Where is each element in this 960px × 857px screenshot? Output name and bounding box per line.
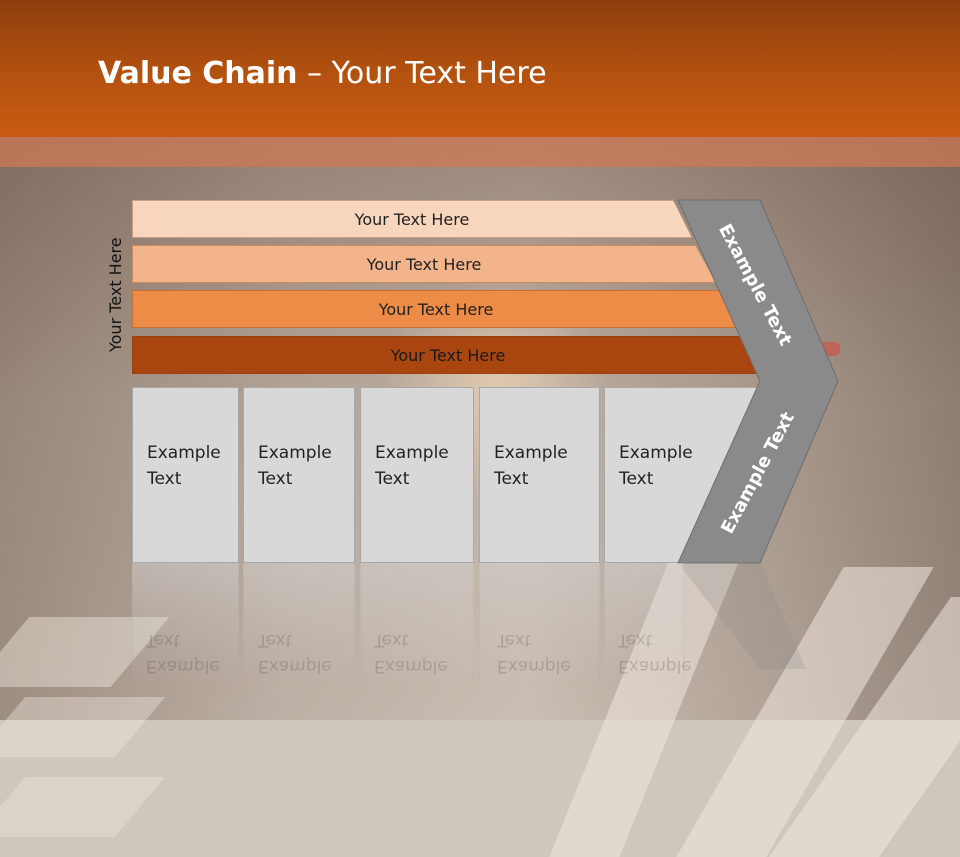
slide-title[interactable]: Value Chain – Your Text Here [98,56,547,91]
support-bar-4-label: Your Text Here [390,345,506,365]
crosswalk-stripe [0,777,166,837]
primary-activity-4-line1: Example [494,443,568,463]
primary-activity-1-line2: Text [147,469,182,489]
primary-activity-box-1[interactable]: Example Text [132,387,239,563]
slide-title-rest: – Your Text Here [297,56,547,91]
slide-title-bold: Value Chain [98,56,298,91]
support-bar-1[interactable]: Your Text Here [132,200,692,238]
reflection-column [243,563,355,683]
support-bar-1-label: Your Text Here [354,209,470,229]
support-bar-4[interactable]: Your Text Here [132,336,764,374]
primary-activity-2-line2: Text [258,469,293,489]
title-banner [0,0,960,137]
primary-activity-4-line2: Text [494,469,529,489]
support-bar-2-label: Your Text Here [366,254,482,274]
primary-activity-2-line1: Example [258,443,332,463]
primary-activity-5-line1: Example [619,443,693,463]
primary-activity-1-line1: Example [147,443,221,463]
side-label[interactable]: Your Text Here [106,237,125,352]
support-bar-3[interactable]: Your Text Here [132,290,740,328]
primary-activity-5-line2: Text [619,469,654,489]
primary-activity-box-2[interactable]: Example Text [243,387,355,563]
primary-activity-box-4[interactable]: Example Text [479,387,600,563]
reflection-column [604,563,684,683]
primary-activity-box-3[interactable]: Example Text [360,387,474,563]
support-bar-2[interactable]: Your Text Here [132,245,716,283]
reflection-column [479,563,600,683]
reflection-column [132,563,239,683]
primary-activity-3-line1: Example [375,443,449,463]
title-subband [0,137,960,167]
reflection-column [360,563,474,683]
background-car-taillight [760,342,840,356]
support-bar-3-label: Your Text Here [378,299,494,319]
primary-activity-3-line2: Text [375,469,410,489]
